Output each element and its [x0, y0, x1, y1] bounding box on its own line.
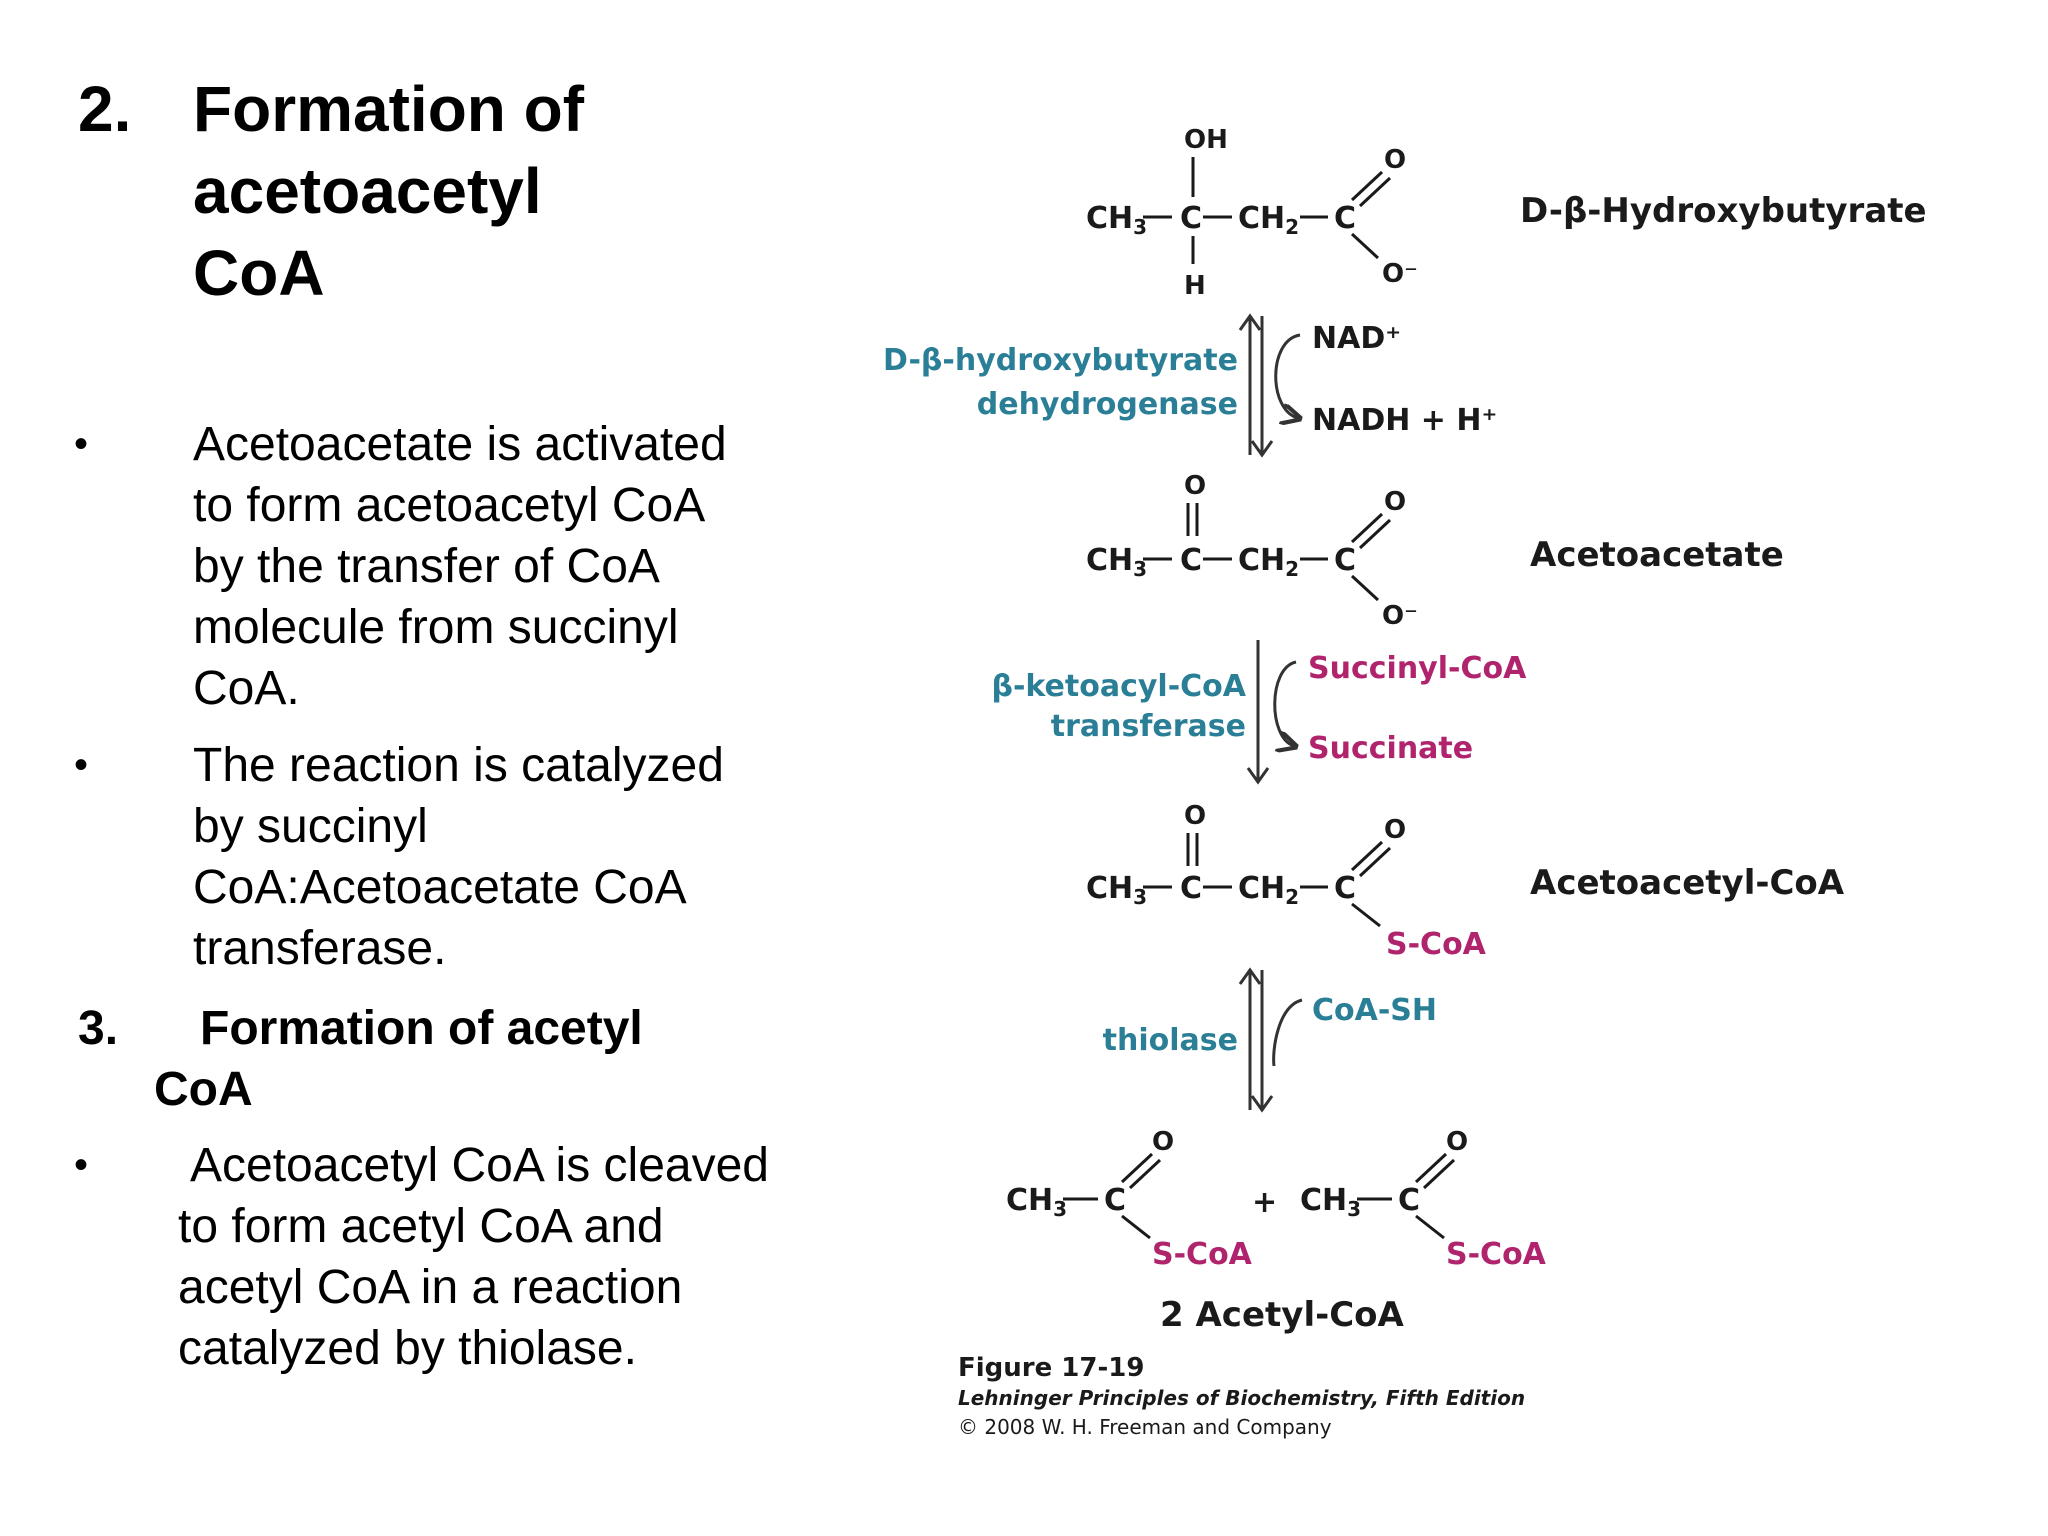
svg-text:O: O: [1384, 487, 1406, 517]
compound-name-hydroxybutyrate: D-β-Hydroxybutyrate: [1520, 191, 1927, 231]
thioester-scoa-label: S-CoA: [1152, 1237, 1253, 1272]
section-2-title: Formation of acetoacetyl CoA: [193, 68, 584, 314]
svg-text:C: C: [1180, 543, 1202, 578]
hydroxyl-label: OH: [1184, 125, 1228, 155]
svg-text:O: O: [1184, 471, 1206, 501]
section-2-title-line: Formation of: [193, 73, 585, 145]
svg-text:CH2: CH2: [1238, 543, 1299, 581]
cosubstrate-curved-arrow-step2: [1273, 660, 1296, 746]
svg-text:O: O: [1152, 1127, 1174, 1157]
carboxylate-oxygen-label: O⁻: [1382, 259, 1418, 289]
enzyme-name-line: D-β-hydroxybutyrate: [883, 343, 1238, 378]
bullet-line: by succinyl: [193, 800, 428, 853]
bullet-line: CoA.: [193, 662, 300, 715]
svg-text:C: C: [1180, 871, 1202, 906]
ch3-group: CH3: [1086, 201, 1147, 239]
cofactor-nadh: NADH + H⁺: [1312, 403, 1497, 438]
enzyme-name-thiolase: thiolase: [1103, 1023, 1238, 1058]
compound-name-acetoacetyl-coa: Acetoacetyl-CoA: [1530, 863, 1845, 903]
cofactor-nad: NAD⁺: [1312, 321, 1401, 356]
section-3-title-line: Formation of acetyl: [200, 1002, 643, 1055]
bullet-line: acetyl CoA in a reaction: [178, 1261, 683, 1314]
cofactor-curved-arrow-step1: [1274, 333, 1300, 418]
svg-text:CH3: CH3: [1006, 1183, 1067, 1221]
svg-text:CH3: CH3: [1086, 543, 1147, 581]
svg-text:O: O: [1446, 1127, 1468, 1157]
carbonyl-oxygen-label: O: [1384, 145, 1406, 175]
compound-acetoacetyl-coa-structure: O CH3 C CH2 C O: [1086, 801, 1406, 928]
svg-text:CH2: CH2: [1238, 201, 1299, 239]
compound-name-acetyl-coa: 2 Acetyl-CoA: [1160, 1295, 1405, 1335]
section-2-title-line: acetoacetyl: [193, 155, 542, 227]
section-2-number: 2.: [78, 73, 132, 145]
compound-acetyl-coa-structure-2: CH3 C O: [1300, 1127, 1468, 1240]
svg-text:C: C: [1398, 1183, 1420, 1218]
coproduct-succinate: Succinate: [1308, 731, 1473, 766]
figure-caption-copyright: © 2008 W. H. Freeman and Company: [958, 1415, 1332, 1439]
reversible-arrow-step3: [1238, 967, 1274, 1113]
svg-text:CH3: CH3: [1086, 871, 1147, 909]
bullet-text: Acetoacetate is activated to form acetoa…: [193, 414, 727, 719]
hydrogen-label: H: [1184, 271, 1206, 301]
bullet-text: Acetoacetyl CoA is cleaved to form acety…: [178, 1135, 769, 1379]
svg-text:C: C: [1180, 201, 1202, 236]
svg-text:C: C: [1334, 201, 1356, 236]
bullet-marker: •: [74, 743, 89, 787]
cosubstrate-curved-arrow-step3: [1272, 998, 1303, 1067]
plus-sign: +: [1252, 1185, 1277, 1220]
bullet-line: The reaction is catalyzed: [193, 739, 724, 792]
bullet-line: to form acetyl CoA and: [178, 1200, 664, 1253]
enzyme-name-line: transferase: [1051, 709, 1246, 744]
svg-text:O: O: [1384, 815, 1406, 845]
bullet-marker: •: [74, 1143, 89, 1187]
section-3-number: 3.: [78, 1002, 119, 1055]
bullet-marker: •: [74, 422, 89, 466]
bullet-line: Acetoacetate is activated: [193, 418, 727, 471]
compound-acetoacetate-structure: O CH3 C CH2 C O O⁻: [1086, 471, 1418, 631]
svg-text:C: C: [1334, 543, 1356, 578]
figure-caption-title: Figure 17-19: [958, 1353, 1144, 1383]
bullet-line: CoA:Acetoacetate CoA: [193, 861, 687, 914]
svg-text:C: C: [1334, 871, 1356, 906]
svg-text:O⁻: O⁻: [1382, 601, 1418, 631]
bullet-line: molecule from succinyl: [193, 601, 679, 654]
reversible-arrow-step1: [1238, 313, 1274, 458]
compound-acetyl-coa-structure-1: CH3 C O: [1006, 1127, 1174, 1240]
bullet-line: by the transfer of CoA: [193, 540, 660, 593]
svg-text:O: O: [1184, 801, 1206, 831]
cosubstrate-coa-sh: CoA-SH: [1312, 993, 1437, 1028]
thioester-scoa-label: S-CoA: [1386, 927, 1487, 962]
figure-caption-book: Lehninger Principles of Biochemistry, Fi…: [958, 1386, 1525, 1410]
thioester-scoa-label: S-CoA: [1446, 1237, 1547, 1272]
enzyme-name-line: β-ketoacyl-CoA: [991, 669, 1246, 704]
cosubstrate-succinyl-coa: Succinyl-CoA: [1308, 651, 1527, 686]
svg-text:CH2: CH2: [1238, 871, 1299, 909]
compound-name-acetoacetate: Acetoacetate: [1530, 535, 1784, 575]
svg-text:CH3: CH3: [1300, 1183, 1361, 1221]
bullet-line: transferase.: [193, 922, 447, 975]
bullet-line: to form acetoacetyl CoA: [193, 479, 706, 532]
section-2-title-line: CoA: [193, 237, 325, 309]
bullet-line: catalyzed by thiolase.: [178, 1322, 637, 1375]
bullet-text: The reaction is catalyzed by succinyl Co…: [193, 735, 724, 979]
section-3-title-line: CoA: [154, 1063, 253, 1116]
svg-text:C: C: [1104, 1183, 1126, 1218]
compound-hydroxybutyrate-structure: CH3 C CH2 C OH H O O⁻: [1086, 125, 1418, 301]
bullet-line: Acetoacetyl CoA is cleaved: [190, 1139, 769, 1192]
enzyme-name-line: dehydrogenase: [977, 387, 1238, 422]
